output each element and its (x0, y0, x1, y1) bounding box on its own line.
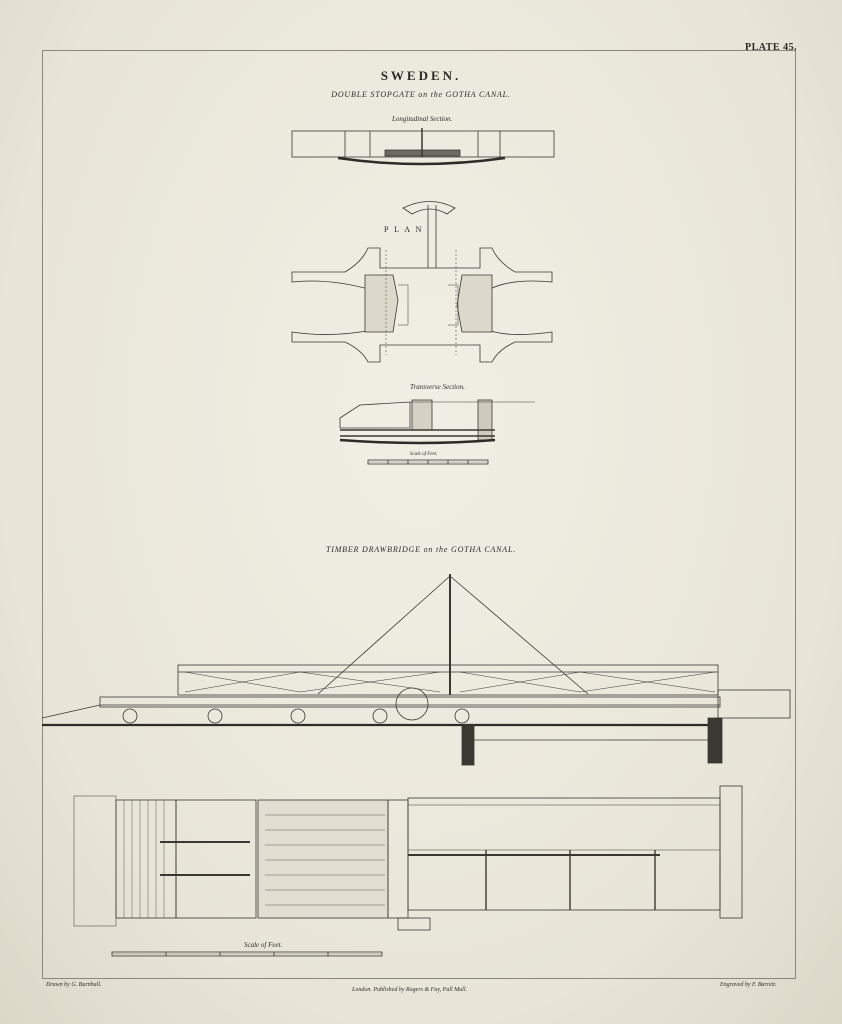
transverse-section-label: Transverse Section. (410, 383, 465, 391)
plate-border (42, 50, 796, 979)
bottom-scale-bar (111, 951, 383, 957)
engraver-credit: Engraved by F. Barrett. (720, 982, 777, 988)
stopgate-subtitle: DOUBLE STOPGATE on the GOTHA CANAL. (331, 90, 511, 99)
longitudinal-section-label: Longitudinal Section. (392, 115, 453, 123)
main-title: SWEDEN. (380, 68, 462, 83)
longitudinal-section-drawing (291, 128, 555, 166)
drawbridge-plan (73, 785, 743, 931)
drawn-by-credit: Drawn by G. Burnhall. (46, 982, 102, 988)
drawbridge-subtitle: TIMBER DRAWBRIDGE on the GOTHA CANAL. (325, 545, 517, 554)
top-scale-label: Scale of Feet. (410, 452, 438, 457)
bottom-scale-label: Scale of Feet. (244, 941, 283, 949)
transverse-section-drawing (339, 399, 535, 445)
plate-number: PLATE 45. (745, 42, 798, 53)
plan-drawing (291, 201, 553, 363)
top-scale-bar (367, 459, 489, 465)
plan-label: P L A N (384, 225, 424, 234)
drawbridge-elevation (41, 574, 791, 766)
publisher-credit: London. Published by Rogers & Fay, Pall … (352, 987, 467, 993)
